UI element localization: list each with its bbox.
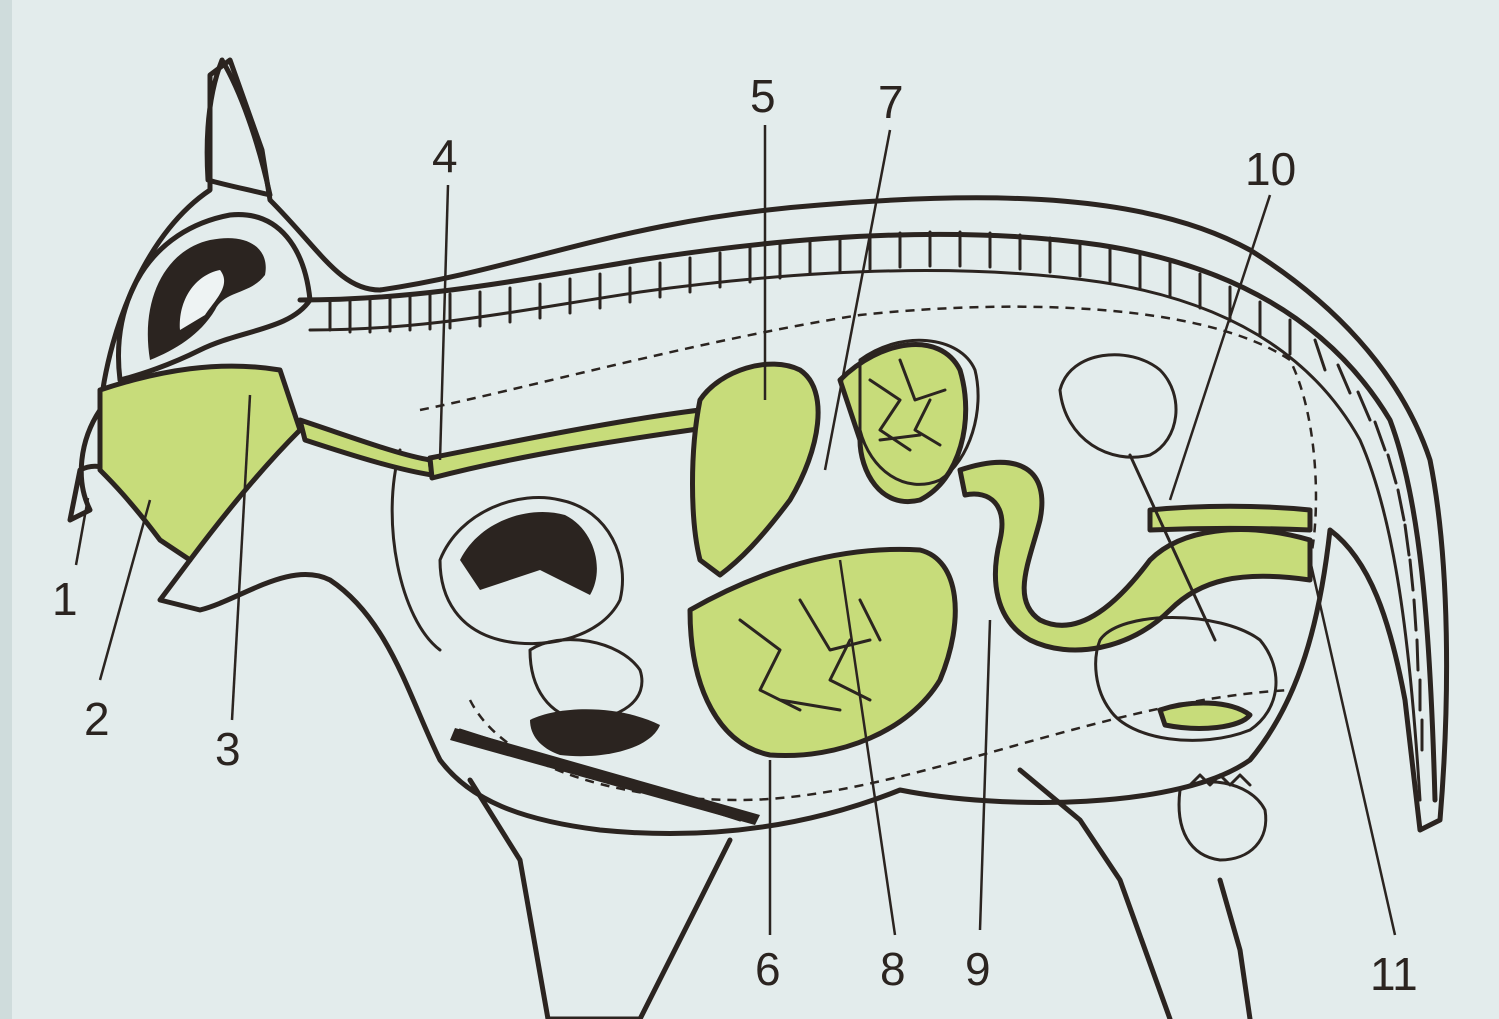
label-4: 4 — [432, 130, 458, 182]
label-10: 10 — [1245, 143, 1296, 195]
left-border-strip — [0, 0, 12, 1019]
label-1: 1 — [52, 573, 78, 625]
label-9: 9 — [965, 943, 991, 995]
label-3: 3 — [215, 723, 241, 775]
label-5: 5 — [750, 70, 776, 122]
label-7: 7 — [878, 76, 904, 128]
label-6: 6 — [755, 943, 781, 995]
label-2: 2 — [84, 693, 110, 745]
label-11: 11 — [1370, 948, 1418, 1000]
label-8: 8 — [880, 943, 906, 995]
